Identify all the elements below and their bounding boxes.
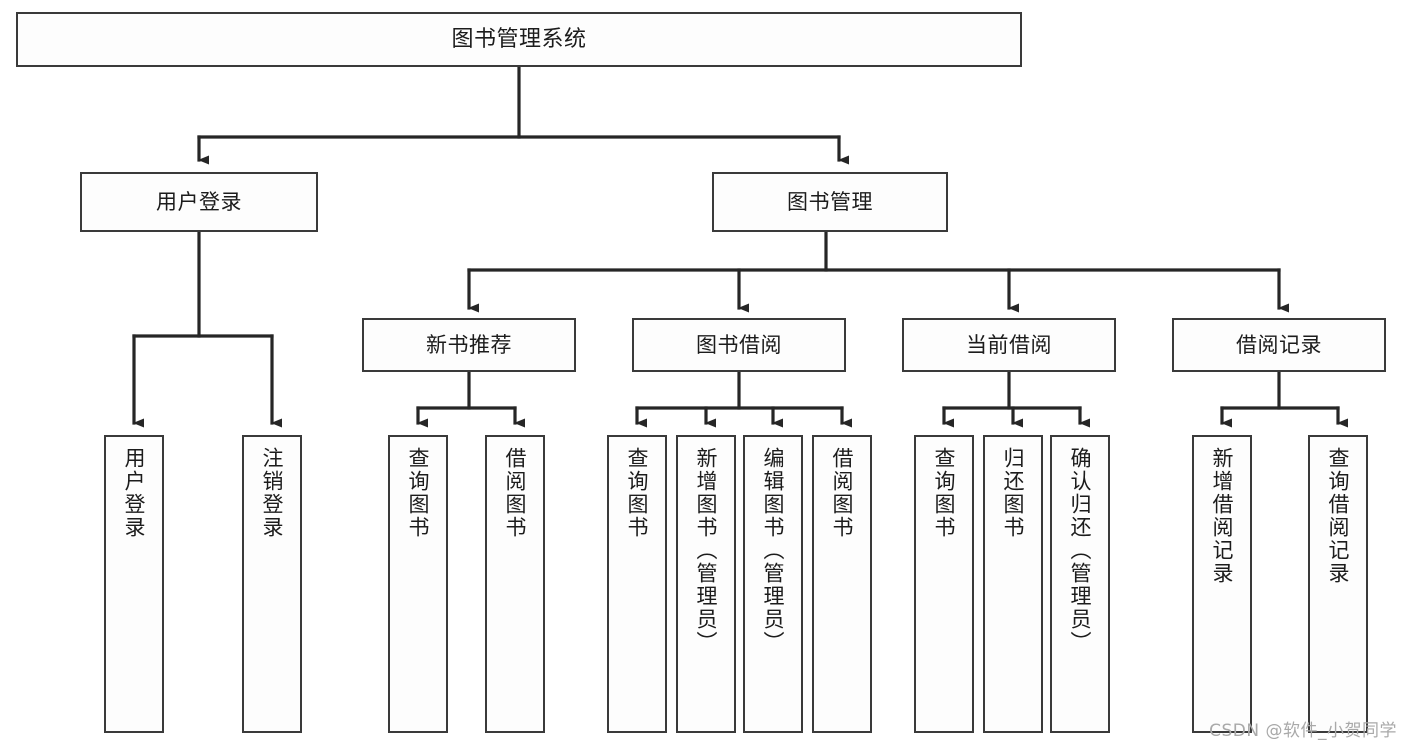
node-label: 查询图书 bbox=[406, 447, 431, 539]
leaf-user-login[interactable]: 用户登录 bbox=[104, 435, 164, 733]
leaf-logout[interactable]: 注销登录 bbox=[242, 435, 302, 733]
watermark: CSDN @软件_小贺同学 bbox=[1209, 721, 1397, 741]
node-current-borrowing[interactable]: 当前借阅 bbox=[902, 318, 1116, 372]
leaf-query-book-book-borrow[interactable]: 查询图书 bbox=[607, 435, 667, 733]
node-label: 查询图书 bbox=[932, 447, 957, 539]
leaf-confirm-return-admin[interactable]: 确认归还（管理员） bbox=[1050, 435, 1110, 733]
node-book-borrowing[interactable]: 图书借阅 bbox=[632, 318, 846, 372]
node-new-book-recommendation[interactable]: 新书推荐 bbox=[362, 318, 576, 372]
leaf-query-book-current-borrow[interactable]: 查询图书 bbox=[914, 435, 974, 733]
node-label: 当前借阅 bbox=[966, 332, 1052, 357]
leaf-add-borrow-record[interactable]: 新增借阅记录 bbox=[1192, 435, 1252, 733]
leaf-edit-book-admin[interactable]: 编辑图书（管理员） bbox=[743, 435, 803, 733]
node-root-book-management-system[interactable]: 图书管理系统 bbox=[16, 12, 1022, 67]
node-borrowing-record[interactable]: 借阅记录 bbox=[1172, 318, 1386, 372]
leaf-add-book-admin[interactable]: 新增图书（管理员） bbox=[676, 435, 736, 733]
node-label: 编辑图书（管理员） bbox=[761, 447, 786, 654]
node-book-management[interactable]: 图书管理 bbox=[712, 172, 948, 232]
node-label: 新增图书（管理员） bbox=[694, 447, 719, 654]
node-label: 借阅记录 bbox=[1236, 332, 1322, 357]
node-label: 图书管理 bbox=[787, 189, 873, 214]
node-user-login[interactable]: 用户登录 bbox=[80, 172, 318, 232]
node-label: 注销登录 bbox=[260, 447, 285, 539]
node-label: 图书借阅 bbox=[696, 332, 782, 357]
leaf-query-borrow-record[interactable]: 查询借阅记录 bbox=[1308, 435, 1368, 733]
node-label: 确认归还（管理员） bbox=[1068, 447, 1093, 654]
leaf-borrow-book-new-book-rec[interactable]: 借阅图书 bbox=[485, 435, 545, 733]
node-label: 查询图书 bbox=[625, 447, 650, 539]
node-label: 归还图书 bbox=[1001, 447, 1026, 539]
node-label: 新增借阅记录 bbox=[1210, 447, 1235, 585]
leaf-query-book-new-book-rec[interactable]: 查询图书 bbox=[388, 435, 448, 733]
node-label: 用户登录 bbox=[122, 447, 147, 539]
leaf-borrow-book-book-borrow[interactable]: 借阅图书 bbox=[812, 435, 872, 733]
node-label: 查询借阅记录 bbox=[1326, 447, 1351, 585]
node-label: 借阅图书 bbox=[830, 447, 855, 539]
node-label: 借阅图书 bbox=[503, 447, 528, 539]
leaf-return-book[interactable]: 归还图书 bbox=[983, 435, 1043, 733]
node-label: 图书管理系统 bbox=[451, 26, 587, 52]
node-label: 新书推荐 bbox=[426, 332, 512, 357]
node-label: 用户登录 bbox=[156, 189, 242, 214]
